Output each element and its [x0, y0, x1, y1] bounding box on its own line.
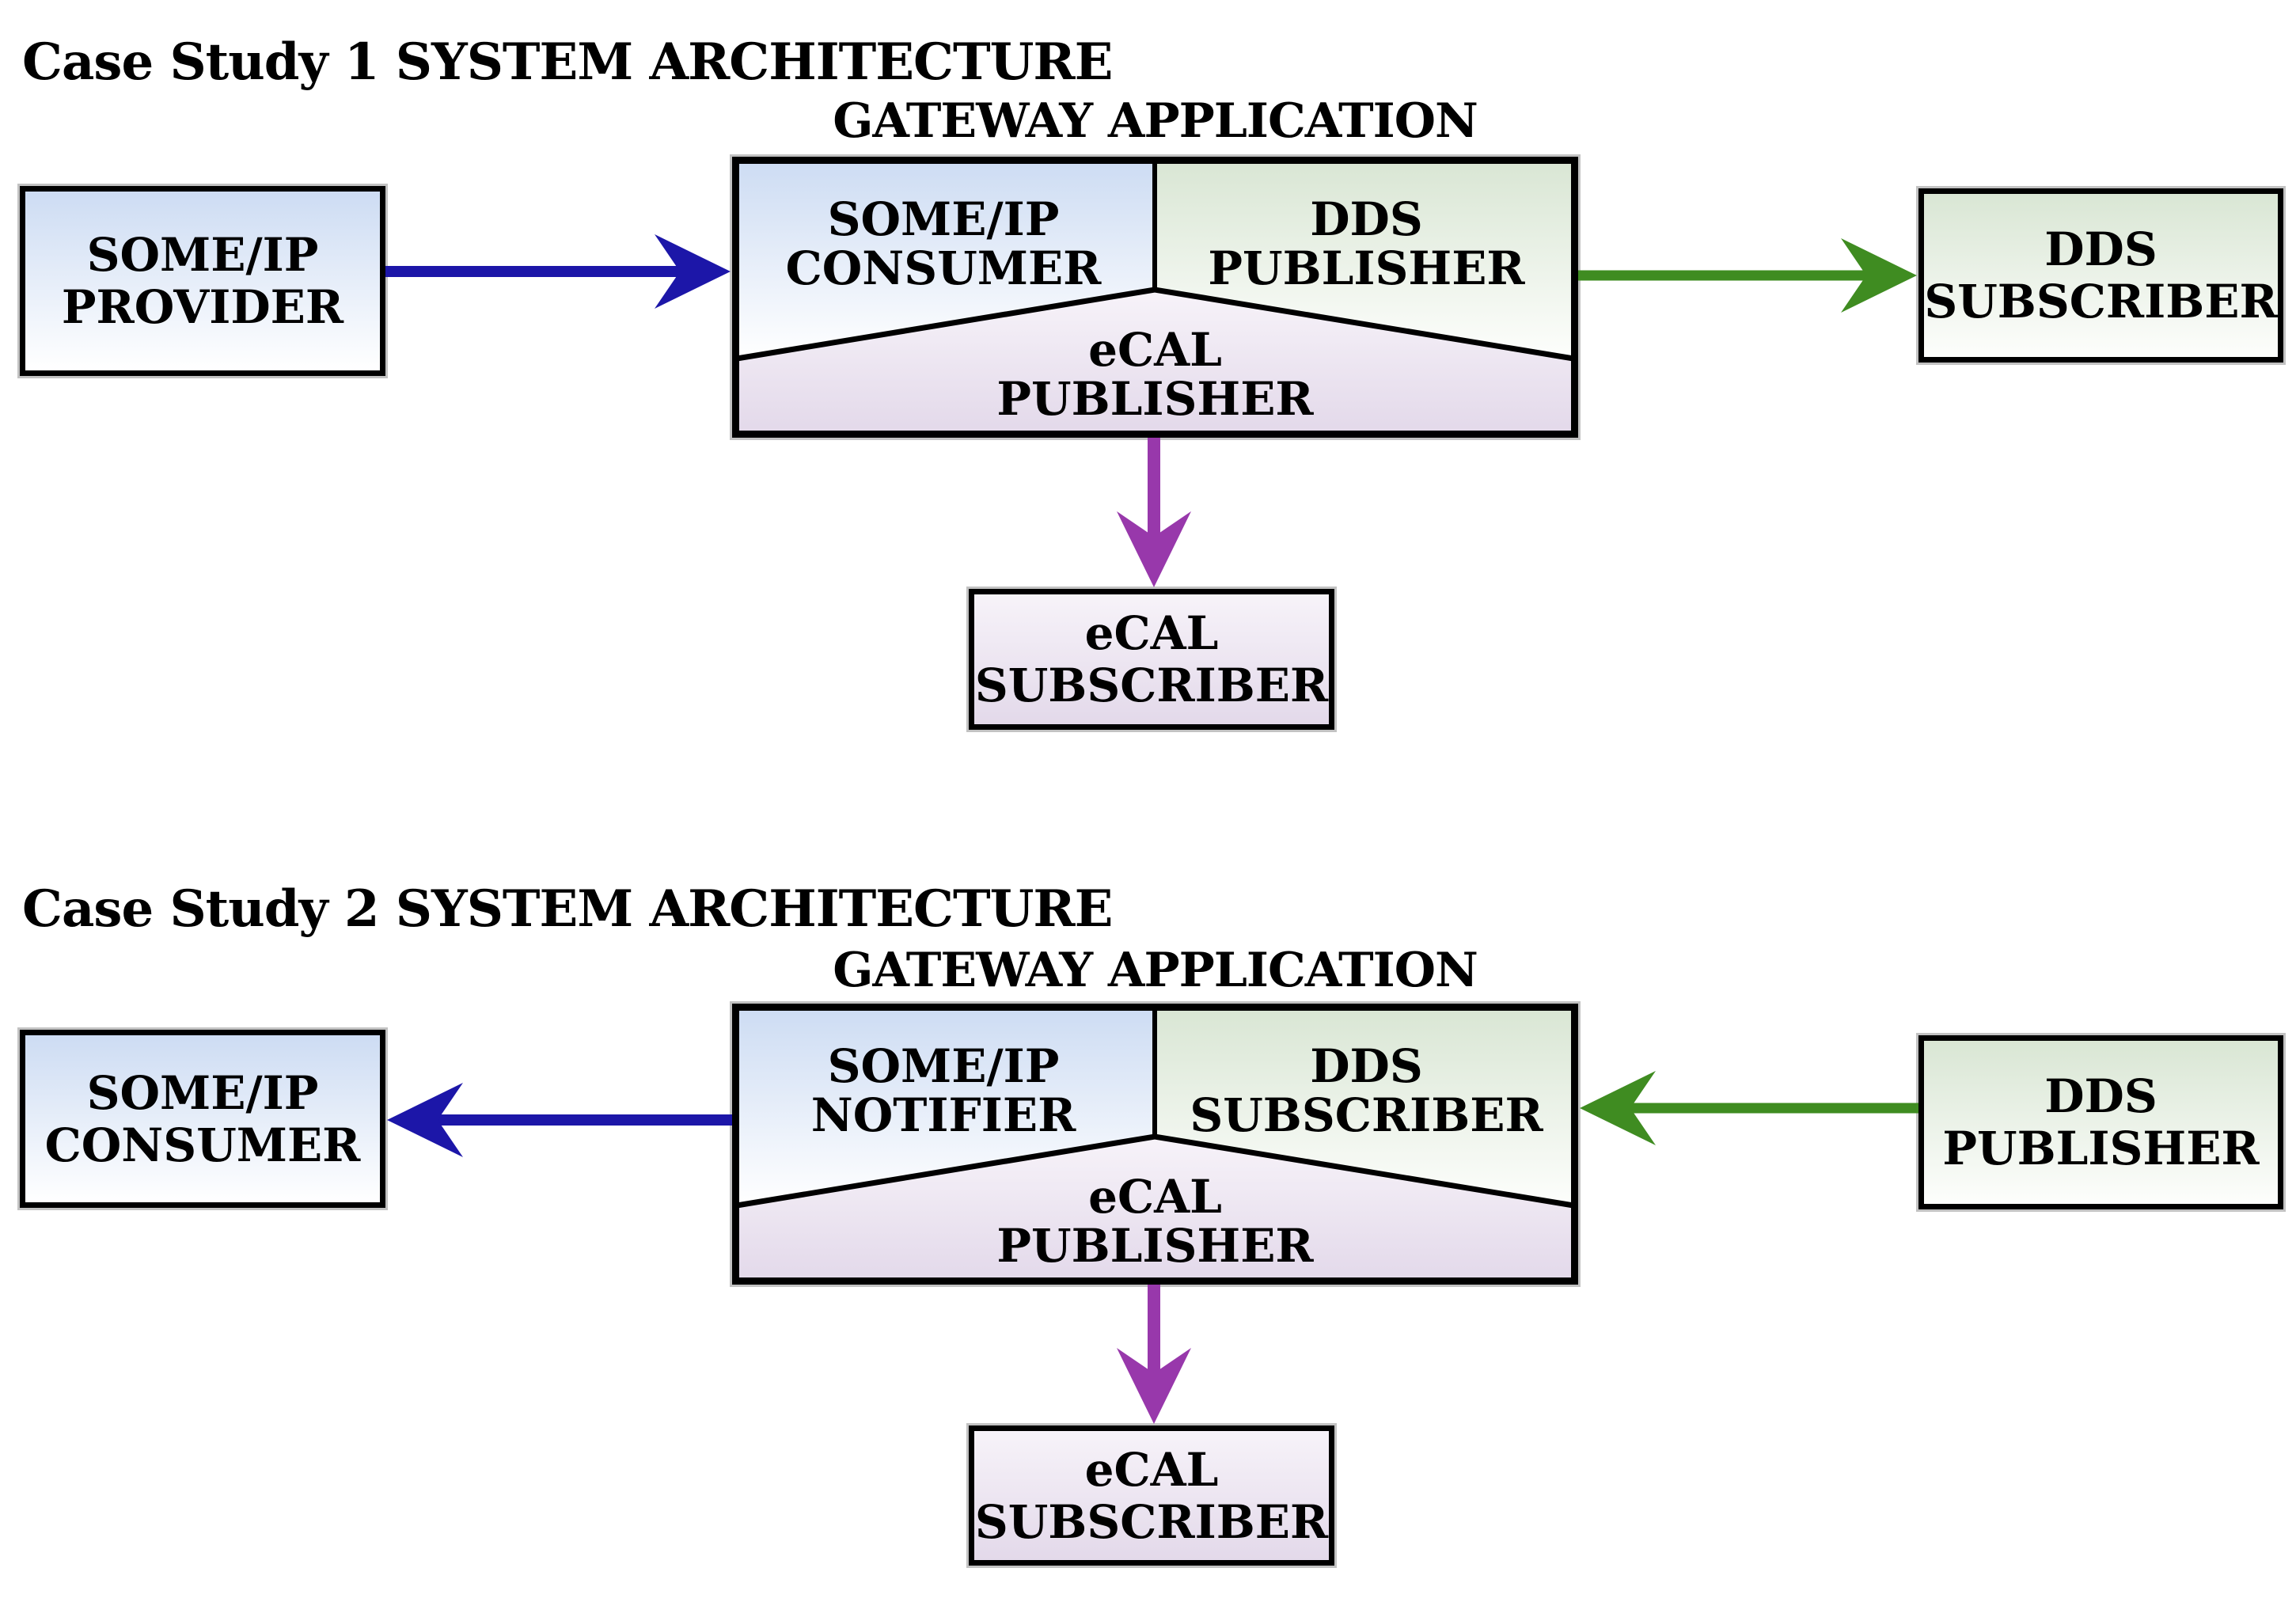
case1-title: Case Study 1 SYSTEM ARCHITECTURE [22, 32, 1113, 92]
case1-gateway-outer-border [732, 157, 1578, 438]
case2-gateway-to-ecal-arrow [1117, 1285, 1191, 1424]
case1-gateway-to-dds-arrow [1578, 238, 1917, 313]
case1-gateway-title: GATEWAY APPLICATION [833, 93, 1478, 149]
case2-dds-to-gateway-arrow [1580, 1071, 1918, 1145]
case2-gateway-to-someip-arrow [387, 1083, 732, 1157]
case1-ecal-subscriber-box: eCAL SUBSCRIBER [969, 589, 1334, 730]
case2-dds-publisher-box: DDS PUBLISHER [1918, 1035, 2283, 1209]
case2-ecal-subscriber-box: eCAL SUBSCRIBER [969, 1425, 1334, 1566]
case1-gateway-ecal-publisher-label: eCAL PUBLISHER [996, 323, 1314, 426]
case2-gateway-ecal-publisher-label: eCAL PUBLISHER [996, 1170, 1314, 1273]
case2-someip-notifier-cell-shape [737, 1008, 1155, 1205]
case2-gateway-chevron-divider [736, 1133, 1574, 1209]
case1-gateway-someip-consumer-label: SOME/IP CONSUMER [785, 192, 1102, 295]
case1-gateway-shape [732, 157, 1578, 438]
case1-gateway-dds-publisher-label: DDS PUBLISHER [1208, 192, 1525, 295]
case2-gateway-shape [732, 1004, 1578, 1285]
case1-gateway-chevron-divider [736, 287, 1574, 362]
case2-gateway-dds-subscriber-label: DDS SUBSCRIBER [1190, 1039, 1543, 1142]
case2-gateway-box: SOME/IP NOTIFIER DDS SUBSCRIBER eCAL PUB… [732, 1004, 1578, 1285]
case2-gateway-outer-border [732, 1004, 1578, 1285]
case1-someip-consumer-cell-shape [737, 161, 1155, 359]
case2-someip-consumer-box: SOME/IP CONSUMER [20, 1030, 385, 1208]
case2-gateway-title: GATEWAY APPLICATION [833, 943, 1478, 998]
case2-gateway-someip-notifier-label: SOME/IP NOTIFIER [810, 1039, 1076, 1142]
case1-gateway-box: SOME/IP CONSUMER DDS PUBLISHER eCAL PUBL… [732, 157, 1578, 438]
case2-title: Case Study 2 SYSTEM ARCHITECTURE [22, 879, 1113, 939]
case1-dds-publisher-cell-shape [1155, 161, 1573, 359]
case1-dds-subscriber-box: DDS SUBSCRIBER [1918, 188, 2283, 363]
case1-someip-to-gateway-arrow [385, 234, 731, 309]
case1-gateway-to-ecal-arrow [1117, 438, 1191, 587]
case1-someip-provider-box: SOME/IP PROVIDER [20, 186, 385, 376]
case2-dds-subscriber-cell-shape [1155, 1008, 1573, 1205]
